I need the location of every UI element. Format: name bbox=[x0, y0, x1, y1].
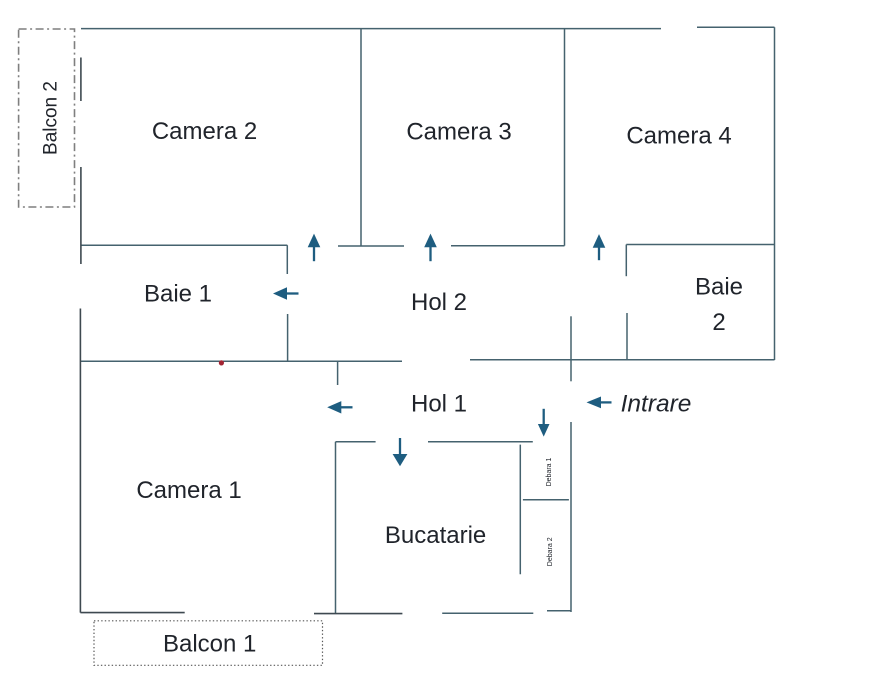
svg-text:Camera 1: Camera 1 bbox=[136, 477, 241, 504]
svg-text:Balcon 2: Balcon 2 bbox=[40, 81, 61, 155]
svg-text:Hol 1: Hol 1 bbox=[411, 390, 467, 417]
svg-text:Intrare: Intrare bbox=[621, 391, 692, 418]
svg-text:Bucatarie: Bucatarie bbox=[385, 522, 486, 549]
svg-text:Hol 2: Hol 2 bbox=[411, 289, 467, 316]
svg-text:Camera 2: Camera 2 bbox=[152, 118, 257, 145]
svg-text:Baie: Baie bbox=[695, 274, 743, 301]
svg-text:Camera 4: Camera 4 bbox=[626, 122, 731, 149]
svg-text:2: 2 bbox=[712, 309, 725, 336]
svg-text:Baie 1: Baie 1 bbox=[144, 281, 212, 308]
svg-text:Balcon 1: Balcon 1 bbox=[163, 631, 256, 658]
svg-text:Camera 3: Camera 3 bbox=[406, 119, 511, 146]
svg-text:Debara 1: Debara 1 bbox=[546, 457, 553, 486]
svg-text:Debara 2: Debara 2 bbox=[547, 537, 554, 566]
